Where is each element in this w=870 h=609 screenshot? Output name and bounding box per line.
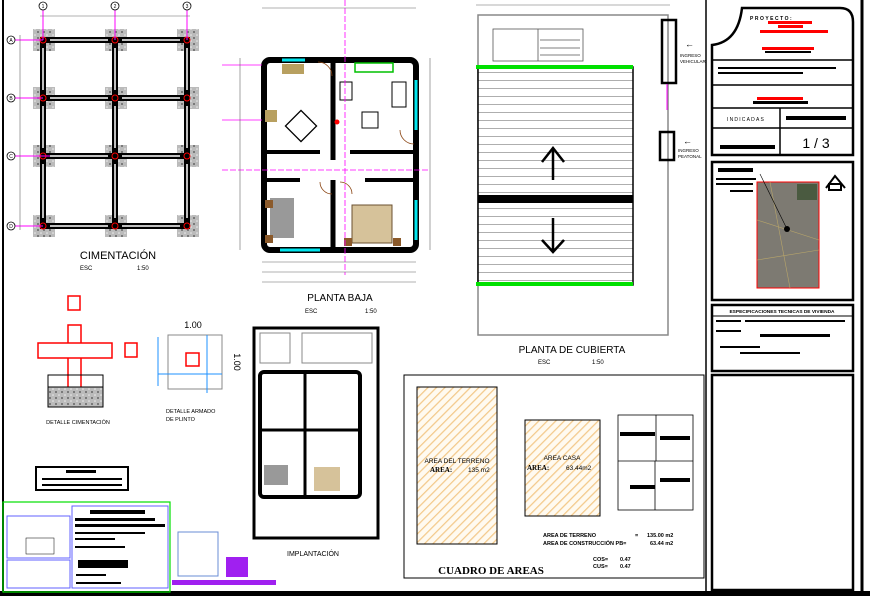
cimentacion-title: CIMENTACIÓN	[80, 249, 156, 262]
planta-baja-esc-label: ESC	[305, 309, 318, 315]
arrow-left-icon: ←	[685, 39, 694, 49]
cos-value: 0.47	[620, 557, 631, 563]
detalle-plinto-title: DETALLE ARMADO	[166, 409, 216, 415]
location-map	[756, 173, 820, 289]
ingreso-peatonal-label: PEATONAL	[678, 154, 702, 159]
cus-label: CUS=	[593, 564, 608, 570]
car-icon	[492, 28, 584, 62]
area-label: AREA:	[430, 466, 452, 474]
axis-label: 3	[186, 4, 189, 10]
plinto-width: 1.00	[184, 320, 202, 330]
axis-label: 1	[42, 4, 45, 10]
sheet-frame	[0, 0, 870, 596]
lamina-number: 1 / 3	[802, 135, 829, 151]
plinto-height: 1.00	[232, 353, 242, 371]
area-casa-value: 63.44m2	[566, 465, 592, 472]
ingreso-vehicular-label: INGRESO	[680, 53, 701, 58]
summary-value: 135.00 m2	[647, 533, 673, 539]
notes-panel	[2, 501, 276, 593]
summary-label: AREA DE TERRENO	[543, 533, 597, 539]
area-label: AREA:	[527, 464, 549, 472]
area-casa-label: AREA CASA	[544, 455, 582, 462]
area-grid-table	[617, 414, 694, 511]
detalle-cimentacion: DETALLE CIMENTACIÓN	[37, 295, 138, 426]
slope-arrow-up-icon	[541, 145, 565, 180]
axis-label: D	[9, 224, 13, 230]
proyecto-label: PROYECTO:	[750, 16, 793, 22]
detalle-cimentacion-title: DETALLE CIMENTACIÓN	[46, 419, 110, 426]
axis-bubbles	[6, 1, 192, 231]
summary-sep: =	[635, 533, 638, 539]
area-terreno-label: AREA DEL TERRENO	[424, 458, 489, 465]
especificaciones-title: ESPECIFICACIONES TECNICAS DE VIVIENDA	[729, 309, 835, 315]
escala-value: INDICADAS	[727, 117, 765, 123]
planta-cubierta-title: PLANTA DE CUBIERTA	[519, 345, 626, 356]
arrow-left-icon: ←	[683, 136, 692, 146]
implantacion-plan: IMPLANTACIÓN	[252, 326, 380, 558]
axis-label: A	[9, 38, 13, 44]
cimentacion-esc-label: ESC	[80, 266, 93, 272]
cimentacion-esc-value: 1:50	[137, 266, 149, 272]
cimentacion-plan: 1 2 3 A B C D CIMENTACIÓN ESC 1:50	[6, 1, 199, 272]
dining-table	[284, 109, 318, 143]
cos-label: COS=	[593, 557, 608, 563]
summary-value: 63.44 m2	[650, 541, 673, 547]
area-terreno-value: 135 m2	[468, 467, 490, 474]
planta-cubierta-esc-value: 1:50	[592, 360, 604, 366]
planta-baja-plan: PLANTA BAJA ESC 1:50	[222, 0, 431, 315]
axis-label: 2	[114, 4, 117, 10]
door-swings	[317, 61, 415, 195]
cuadro-areas-title: CUADRO DE AREAS	[438, 565, 544, 577]
ingreso-peatonal-label: INGRESO	[678, 148, 699, 153]
detalle-plinto-title: DE PLINTO	[166, 417, 196, 423]
legend-table	[35, 466, 129, 491]
planta-cubierta-plan: ← INGRESO VEHICULAR ← INGRESO PEATONAL P…	[476, 4, 707, 366]
axis-label: B	[9, 96, 13, 102]
cus-value: 0.47	[620, 564, 631, 570]
cuadro-areas: AREA DEL TERRENO AREA: 135 m2 AREA CASA …	[403, 374, 705, 579]
planta-baja-esc-value: 1:50	[365, 309, 377, 315]
axis-label: C	[9, 154, 13, 160]
planta-cubierta-esc-label: ESC	[538, 360, 551, 366]
summary-label: AREA DE CONSTRUCCIÓN PB=	[543, 539, 626, 547]
title-block: PROYECTO: INDICADAS 1 / 3 ESPECIFICACION…	[705, 0, 855, 594]
ingreso-vehicular-label: VEHICULAR	[680, 59, 707, 64]
implantacion-title: IMPLANTACIÓN	[287, 549, 339, 558]
planta-baja-title: PLANTA BAJA	[307, 293, 373, 304]
slope-arrow-down-icon	[541, 218, 565, 254]
logo-icon	[825, 174, 846, 191]
detalle-plinto: 1.00 1.00 DETALLE ARMADO DE PLINTO	[157, 320, 242, 423]
